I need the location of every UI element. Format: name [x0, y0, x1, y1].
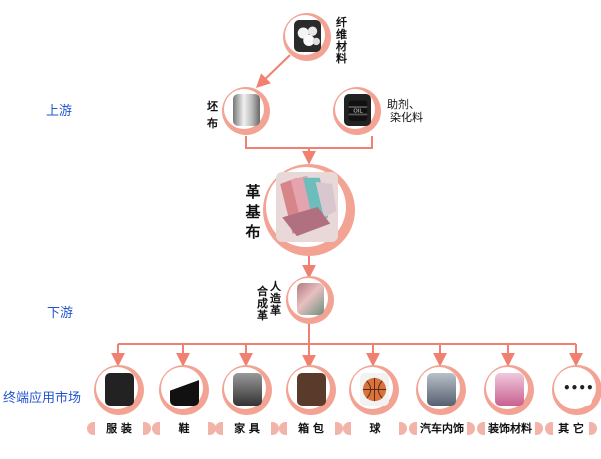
upstream-label: 上游	[46, 104, 73, 119]
leather-shoes-icon	[170, 372, 199, 406]
market-label: 箱 包	[287, 422, 335, 435]
car-interior-icon	[427, 372, 456, 406]
market-other-node: ••••••	[552, 365, 601, 415]
market-apparel-node	[94, 365, 144, 415]
auxiliaries-node: OIL	[333, 87, 381, 135]
synthetic-leather-node	[286, 276, 334, 324]
cotton-bolls-icon	[293, 20, 322, 52]
basketball-icon	[360, 372, 389, 406]
ellipsis-icon: ••••••	[563, 372, 592, 406]
pill-decor: 装饰材料	[477, 422, 543, 435]
market-label: 家 具	[223, 422, 271, 435]
fiber-node	[283, 13, 331, 61]
leather-jacket-icon	[105, 372, 134, 406]
handbag-icon	[297, 372, 326, 406]
fiber-label: 纤维材料	[336, 16, 347, 65]
pill-shoes: 鞋	[152, 422, 216, 435]
pill-ball: 球	[343, 422, 407, 435]
greige-node	[222, 87, 270, 135]
terminal-market-label: 终端应用市场	[3, 391, 82, 406]
auxiliaries-label-line1: 助剂、	[387, 98, 420, 111]
oil-barrel-icon: OIL	[343, 94, 372, 126]
market-decor-node	[484, 365, 534, 415]
pill-car-interior: 汽车内饰	[409, 422, 475, 435]
market-ball-node	[349, 365, 399, 415]
fabric-swatches-icon	[275, 172, 339, 243]
market-shoes-node	[159, 365, 209, 415]
market-label: 其 它	[553, 422, 589, 435]
market-label: 鞋	[160, 422, 208, 435]
base-fabric-label: 革基布	[245, 183, 261, 241]
pill-bags: 箱 包	[279, 422, 343, 435]
downstream-label: 下游	[47, 306, 74, 321]
synthetic-leather-label: 合成革	[257, 285, 268, 322]
fabric-roll-icon	[232, 94, 261, 126]
bracket-greige-aux	[245, 136, 373, 149]
artificial-leather-label: 人造革	[270, 280, 281, 317]
pill-other: 其 它	[545, 422, 597, 435]
market-label: 球	[351, 422, 399, 435]
greige-label: 坯布	[207, 100, 218, 130]
market-label: 汽车内饰	[417, 422, 467, 435]
leather-roll-icon	[296, 283, 325, 315]
pill-furniture: 家 具	[215, 422, 279, 435]
svg-text:OIL: OIL	[353, 109, 363, 115]
leather-sofa-icon	[233, 372, 262, 406]
pill-apparel: 服 装	[87, 422, 151, 435]
market-bags-node	[286, 365, 336, 415]
decor-room-icon	[495, 372, 524, 406]
market-car-node	[416, 365, 466, 415]
arrow-fiber-to-greige	[255, 54, 291, 88]
market-label: 服 装	[95, 422, 143, 435]
market-furniture-node	[222, 365, 272, 415]
auxiliaries-label-line2: 染化料	[390, 111, 423, 124]
base-fabric-node	[263, 164, 355, 256]
market-label: 装饰材料	[485, 422, 535, 435]
